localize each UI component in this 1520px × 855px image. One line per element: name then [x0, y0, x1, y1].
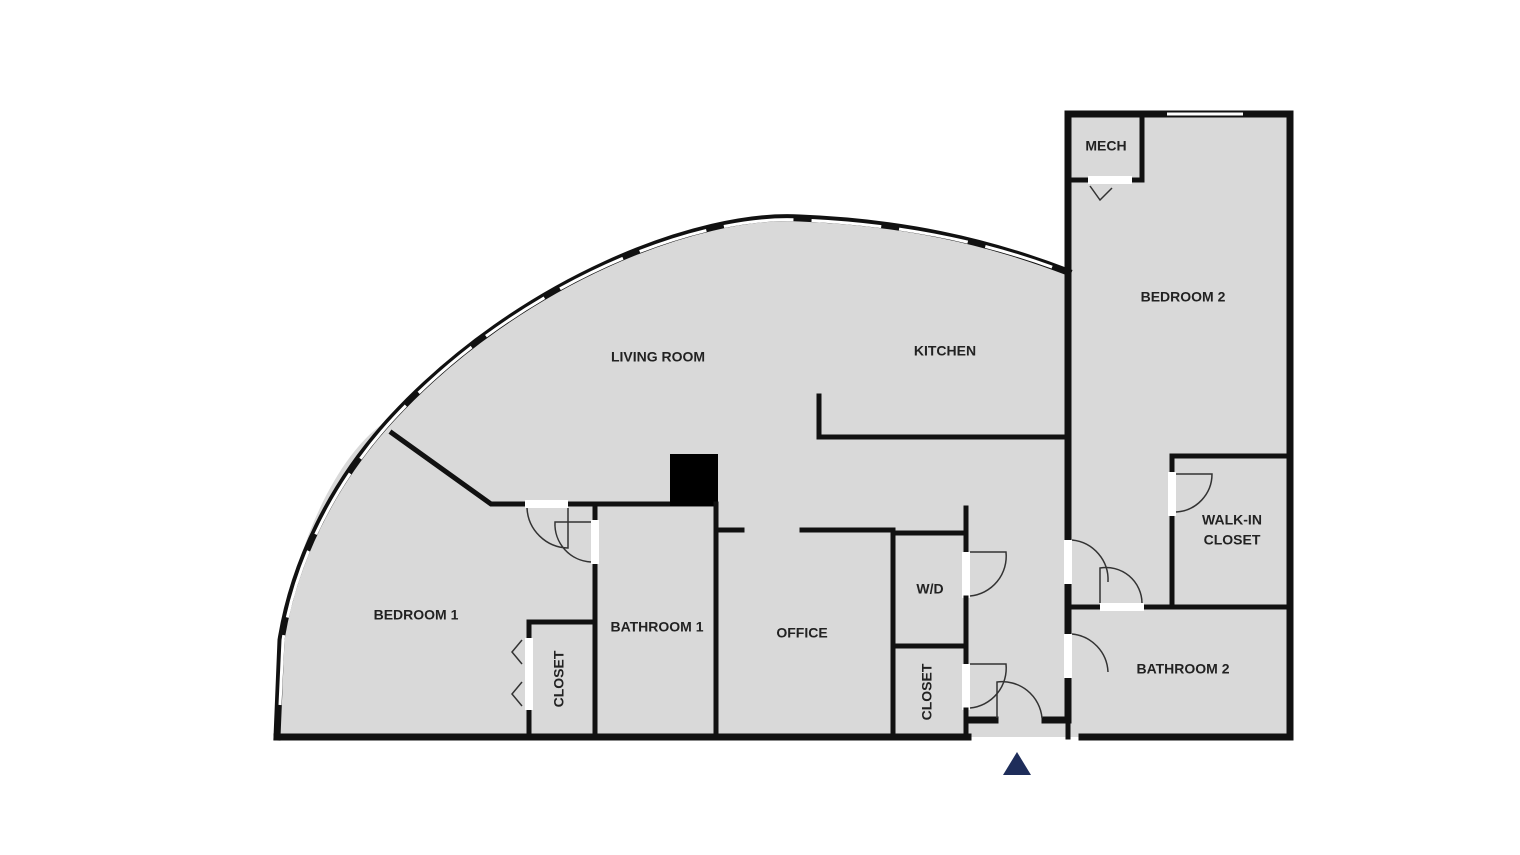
walk-in-door-swing[interactable]: [1175, 473, 1213, 513]
wd-door-opening: [962, 552, 970, 598]
room-label-bathroom2: BATHROOM 2: [1136, 661, 1229, 677]
room-label-walk-in-line1: WALK-IN: [1202, 512, 1262, 528]
mech-door-swing[interactable]: [1089, 185, 1113, 202]
bathroom2-door-opening: [1064, 634, 1072, 678]
bedroom1-door-swing[interactable]: [526, 507, 569, 549]
mech-door-opening: [1088, 176, 1132, 184]
closet2-door-opening: [962, 664, 970, 710]
wd-door-swing[interactable]: [969, 551, 1007, 597]
room-label-closet-hall: CLOSET: [919, 663, 935, 720]
kitchen-partition: [816, 393, 1071, 440]
closet2-door-swing[interactable]: [969, 663, 1007, 709]
entry-triangle-icon: [1003, 752, 1031, 775]
bedroom1-door-opening: [525, 500, 568, 508]
closet1-door-opening: [525, 638, 533, 710]
structural-column: [670, 454, 718, 506]
room-label-walk-in-line2: CLOSET: [1204, 532, 1261, 548]
room-label-bedroom2: BEDROOM 2: [1141, 289, 1226, 305]
room-label-office: OFFICE: [776, 625, 827, 641]
entry-door-swing[interactable]: [996, 680, 1043, 719]
room-label-living-room: LIVING ROOM: [611, 349, 705, 365]
room-label-wd: W/D: [916, 581, 943, 597]
bathroom1-door-swing[interactable]: [554, 521, 592, 563]
east-wing-floor: [1068, 114, 1290, 737]
room-label-mech: MECH: [1085, 138, 1126, 154]
curved-windows: [278, 218, 1061, 706]
bedroom2-door-swing[interactable]: [1071, 539, 1109, 583]
room-label-bedroom1: BEDROOM 1: [374, 607, 459, 623]
walk-in-closet-walls: [1169, 453, 1291, 473]
mech-wall-right: [1129, 113, 1145, 183]
bath2-door-swing-top[interactable]: [1099, 566, 1143, 604]
room-label-kitchen: KITCHEN: [914, 343, 976, 359]
room-label-bathroom1: BATHROOM 1: [610, 619, 703, 635]
closet1-bifold-doors[interactable]: [511, 639, 523, 707]
bedroom2-door-opening: [1064, 540, 1072, 584]
bathroom2-door-swing[interactable]: [1071, 633, 1109, 673]
room-label-closet-bedroom1: CLOSET: [551, 650, 567, 707]
bath2-door-opening-top: [1100, 603, 1144, 611]
bedroom1-north-wall: [388, 429, 528, 507]
walk-in-door-opening: [1168, 472, 1176, 516]
bathroom1-door-opening: [591, 520, 599, 564]
closet1-walls-top: [526, 619, 596, 641]
